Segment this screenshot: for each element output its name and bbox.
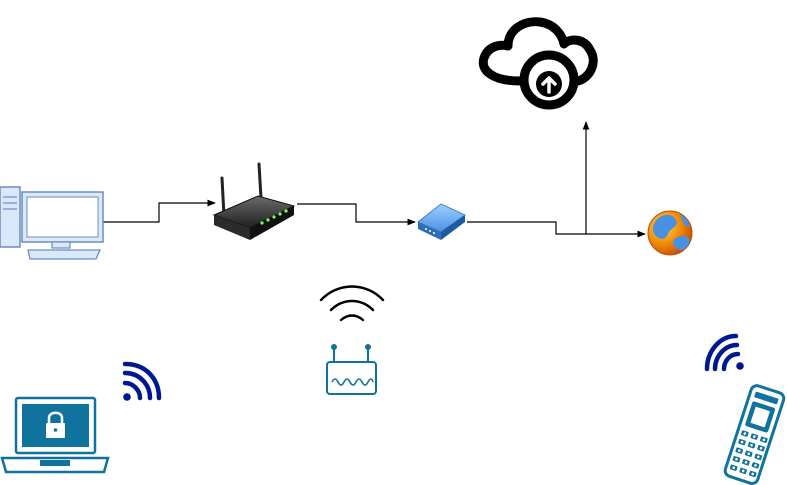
connector-router-switch <box>297 203 416 226</box>
wireless-router-icon[interactable] <box>212 162 296 240</box>
locked-laptop-icon[interactable] <box>0 396 110 474</box>
connectors <box>103 121 646 238</box>
connector-switch-internet <box>467 221 646 238</box>
mobile-phone-icon[interactable] <box>723 384 786 485</box>
signal-icon-phone <box>704 333 744 372</box>
cloud-upload-icon[interactable] <box>478 17 598 110</box>
desktop-computer-icon[interactable] <box>0 186 104 260</box>
globe-icon[interactable] <box>647 210 693 256</box>
wifi-waves-icon <box>319 285 385 322</box>
wifi-access-point-icon[interactable] <box>326 344 377 395</box>
connector-pc-router <box>103 199 216 223</box>
network-switch-icon[interactable] <box>417 203 466 240</box>
signal-icon-laptop <box>122 361 162 401</box>
